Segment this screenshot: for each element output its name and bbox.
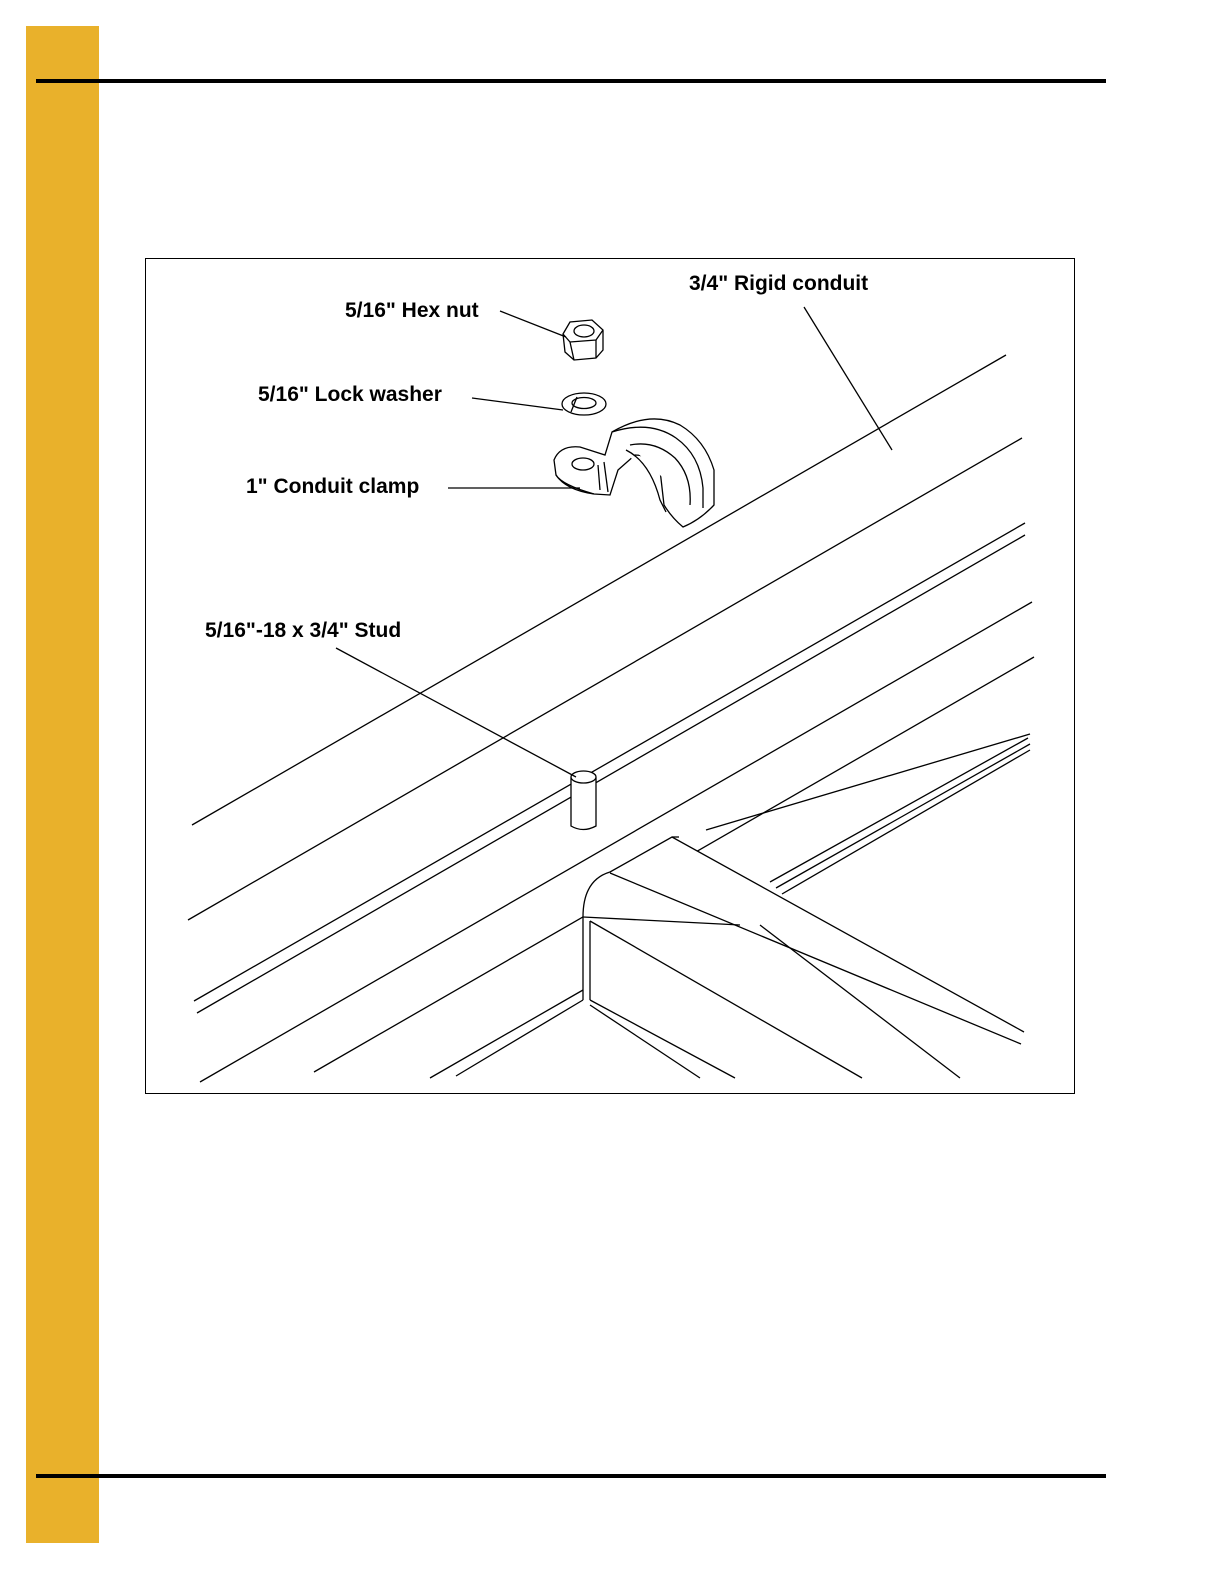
lock-washer-callout: 5/16" Lock washer xyxy=(258,384,442,405)
box-section xyxy=(430,837,1024,1079)
footer-rule xyxy=(36,1474,1106,1478)
conduit-clamp-icon xyxy=(554,419,714,527)
hex-nut-icon xyxy=(563,320,603,360)
hex-nut-callout: 5/16" Hex nut xyxy=(345,300,479,321)
lock-washer-icon xyxy=(562,393,606,415)
stud-icon xyxy=(571,771,596,830)
rigid-conduit-callout: 3/4" Rigid conduit xyxy=(689,273,868,294)
leader-lines xyxy=(336,307,892,777)
stud-callout: 5/16"-18 x 3/4" Stud xyxy=(205,620,401,641)
conduit-clamp-callout: 1" Conduit clamp xyxy=(246,476,419,497)
